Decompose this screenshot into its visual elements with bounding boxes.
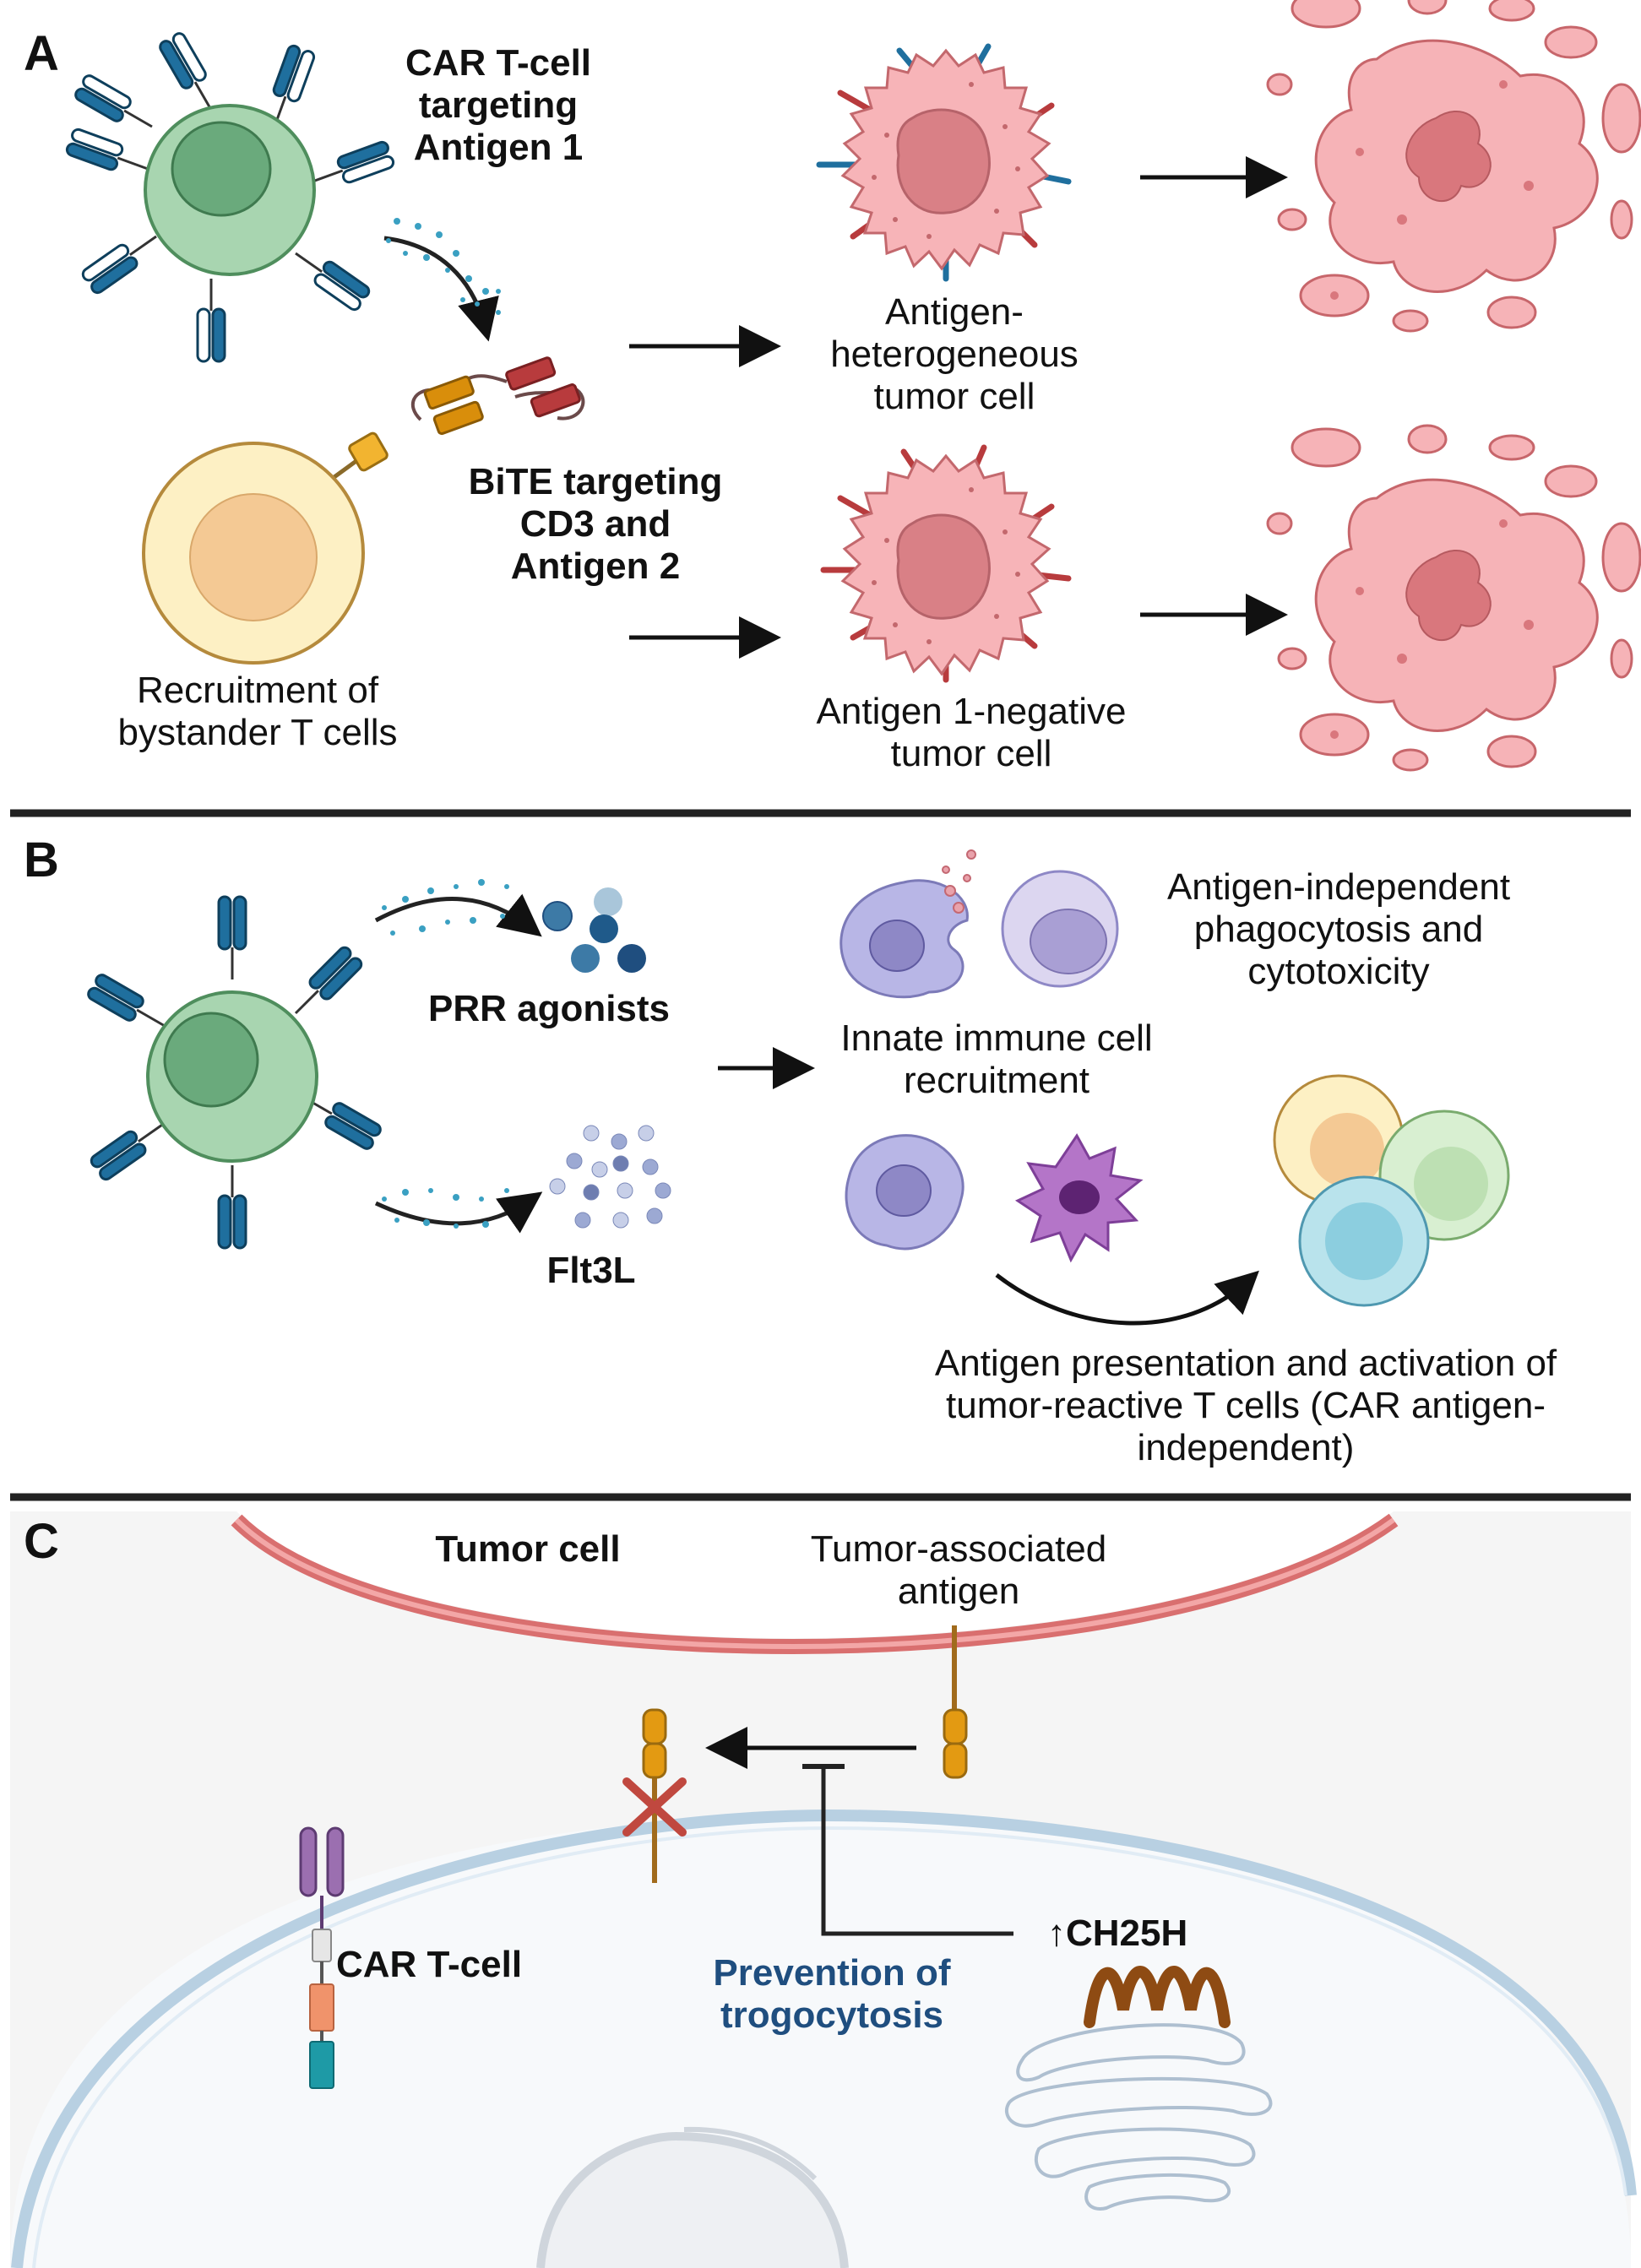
antigen-1-negative-tumor-cell [820, 444, 1072, 683]
car-t-cell-b [84, 895, 384, 1250]
prr-agonist-dots [542, 887, 646, 973]
tumor-debris-bottom [1266, 424, 1641, 772]
ch25h-label: ↑CH25H [1047, 1913, 1188, 1954]
flt3l-label: Flt3L [546, 1250, 636, 1291]
inhibition-line [821, 1766, 1013, 1936]
bystander-t-cell [142, 431, 389, 665]
hetero-tumor-label: Antigen-heterogeneous tumor cell [830, 291, 1079, 418]
nucleus-edge [536, 2131, 849, 2268]
antigen-heterogeneous-tumor-cell [816, 43, 1072, 282]
tumor-debris-top [1266, 0, 1641, 333]
negative-tumor-label: Antigen 1-negative tumor cell [816, 691, 1127, 775]
tumor-cell-region [236, 1511, 1394, 1638]
flt3l-dots [549, 1125, 671, 1229]
panel-a [63, 0, 1641, 772]
transferred-antigen [642, 1708, 667, 1883]
macrophage-top [840, 849, 976, 999]
golgi-apparatus [1004, 2023, 1273, 2211]
car-t-cell-a [63, 30, 397, 363]
panel-c-letter: C [24, 1514, 59, 1569]
bite-label: BiTE targeting CD3 and Antigen 2 [468, 461, 723, 588]
bite-molecule [410, 356, 585, 436]
car-t-cell-a-receptors-alt [72, 72, 160, 140]
secretion-arc-flt3l [374, 1188, 543, 1234]
panel-b [84, 849, 1510, 1326]
car-t-cell-label: CAR T-cell [336, 1944, 523, 1985]
ch25h-helix [1084, 1966, 1231, 2028]
cross-icon [622, 1777, 687, 1837]
macrophage-bottom [845, 1134, 964, 1251]
presentation-arrow [995, 1270, 1259, 1326]
t-cell-cluster [1273, 1074, 1510, 1307]
tumor-associated-antigen [943, 1625, 968, 1779]
secretion-arc-a [383, 218, 501, 342]
antigen-presentation-label: Antigen presentation and activation of t… [934, 1343, 1557, 1469]
prevention-of-trogocytosis-label: Prevention of trogocytosis [713, 1952, 951, 2037]
dendritic-cell [1014, 1133, 1144, 1263]
secretion-arc-prr [374, 879, 542, 937]
panel-a-letter: A [24, 26, 59, 81]
panel-b-letter: B [24, 833, 59, 887]
prr-agonists-label: PRR agonists [427, 988, 671, 1029]
nk-cell-top [1001, 870, 1119, 988]
car-t-cell-targeting-label: CAR T-cell targeting Antigen 1 [405, 42, 592, 169]
panel-c [10, 1511, 1637, 2268]
car-construct [299, 1826, 345, 2089]
phagocytosis-label: Antigen-independent phagocytosis and cyt… [1166, 866, 1511, 993]
bystander-label: Recruitment of bystander T cells [117, 670, 398, 754]
tumor-cell-label: Tumor cell [435, 1528, 621, 1570]
innate-recruitment-label: Innate immune cell recruitment [840, 1017, 1153, 1102]
tumor-associated-antigen-label: Tumor-associated antigen [810, 1528, 1107, 1613]
